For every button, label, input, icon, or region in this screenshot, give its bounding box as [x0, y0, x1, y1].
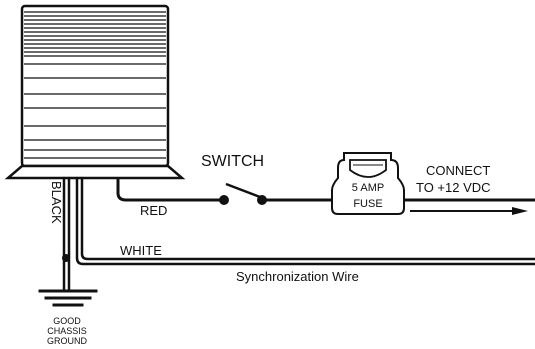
switch-lever: [225, 182, 261, 199]
supply-arrow: [410, 207, 528, 215]
fuse-rating-label: 5 AMP: [352, 182, 384, 194]
black-wire-label: BLACK: [49, 181, 64, 224]
red-wire-label: RED: [140, 203, 167, 218]
ground-label-1: GOOD: [53, 316, 81, 326]
beacon-dome: [20, 4, 170, 168]
fuse-label: FUSE: [353, 198, 382, 210]
voltage-label: TO +12 VDC: [416, 180, 491, 195]
junction-dot: [62, 254, 70, 262]
white-wire-outer: [75, 176, 535, 266]
beacon-base: [4, 164, 186, 180]
beacon-ribs: [24, 11, 166, 159]
ground-symbol: [38, 289, 98, 307]
beacon-light: [4, 4, 186, 180]
ground-label-2: CHASSIS: [47, 326, 87, 336]
red-wire: [116, 178, 226, 202]
switch-contact-right: [257, 195, 267, 205]
white-wire-inner: [80, 176, 535, 261]
fuse-holder: [331, 152, 405, 215]
sync-wire-label: Synchronization Wire: [236, 269, 359, 284]
switch-label: SWITCH: [201, 153, 264, 170]
ground-label-3: GROUND: [47, 336, 87, 346]
white-wire-label: WHITE: [120, 243, 162, 258]
fuse-cap: [349, 159, 387, 178]
switch-symbol: [219, 182, 267, 205]
switch-contact-left: [219, 195, 229, 205]
wires: [62, 176, 535, 292]
connect-label: CONNECT: [426, 163, 490, 178]
